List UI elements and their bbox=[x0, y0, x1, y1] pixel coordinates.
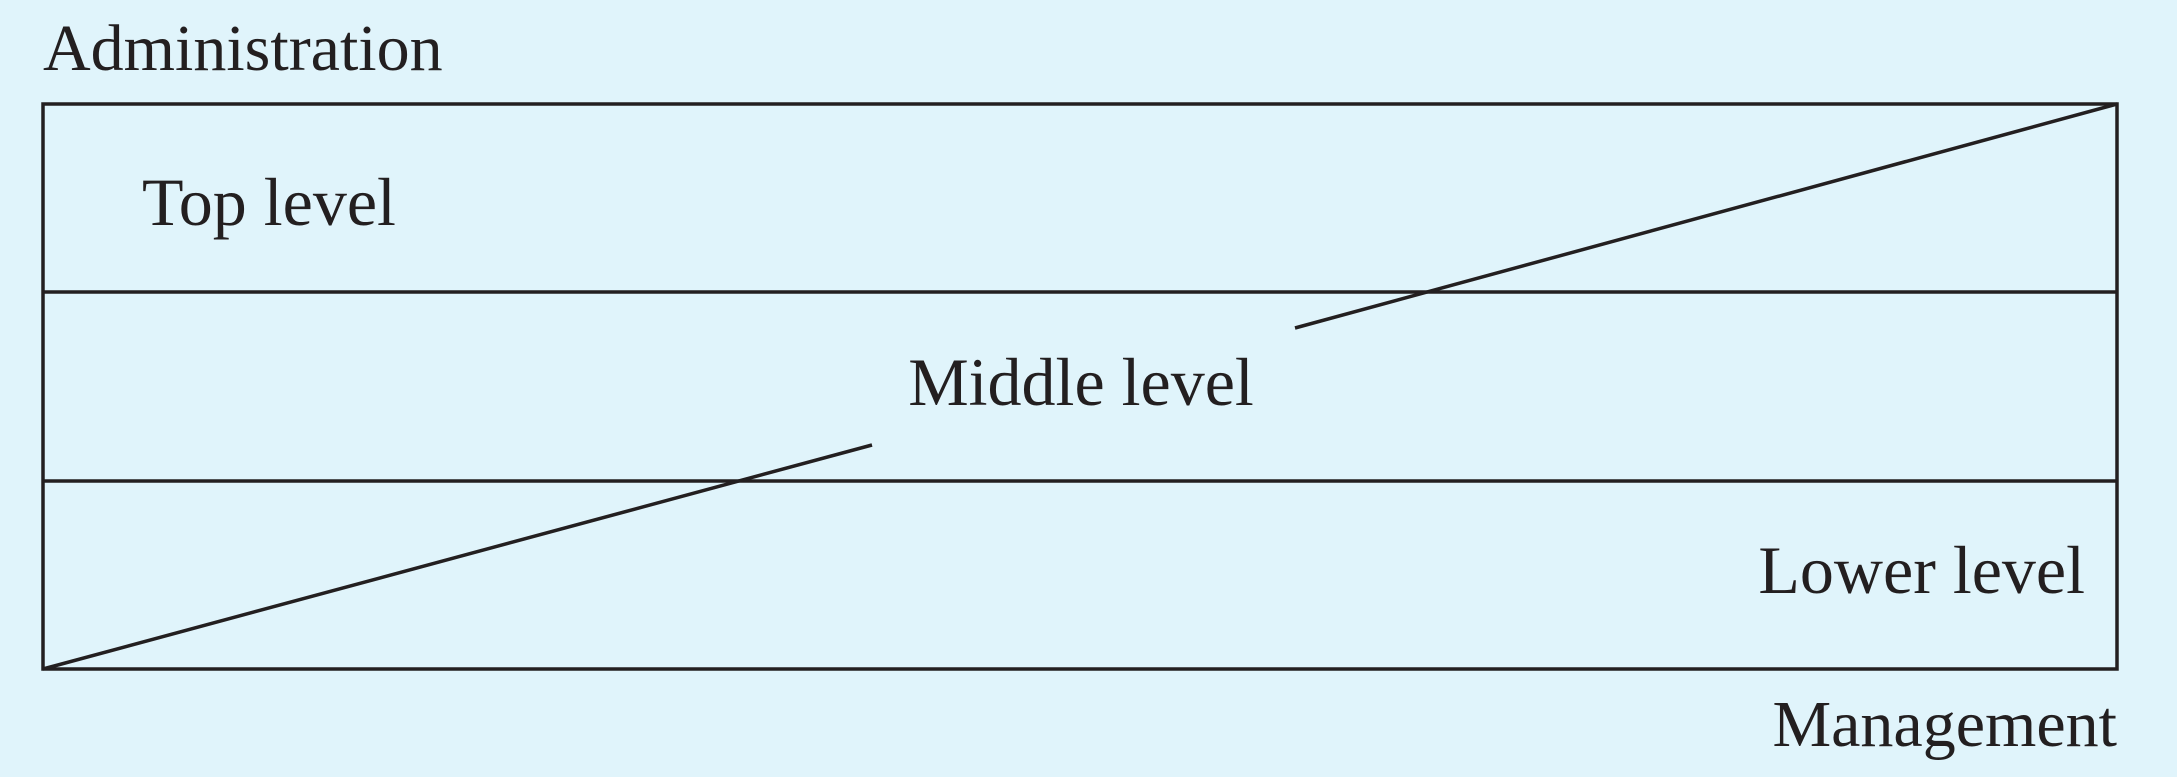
level-label-lower: Lower level bbox=[1758, 532, 2085, 608]
diagonal-split-line-lower bbox=[42, 443, 873, 671]
level-label-middle: Middle level bbox=[908, 344, 1254, 420]
diagonal-split-line-upper bbox=[1294, 102, 2118, 330]
administration-label: Administration bbox=[43, 12, 443, 85]
management-label: Management bbox=[1772, 688, 2117, 761]
level-label-top: Top level bbox=[142, 164, 396, 240]
diagram-frame bbox=[41, 102, 2119, 671]
